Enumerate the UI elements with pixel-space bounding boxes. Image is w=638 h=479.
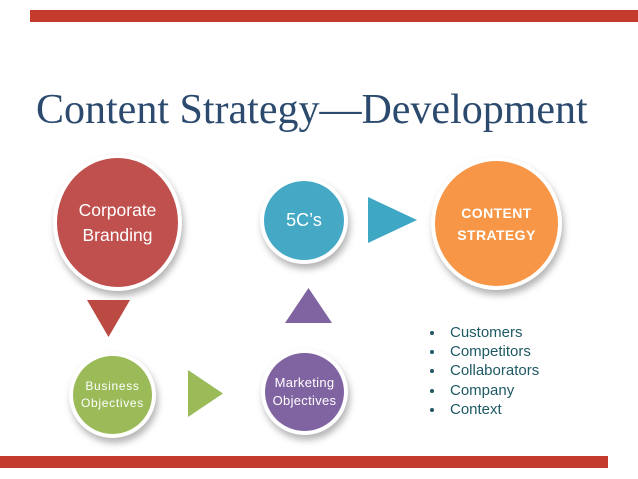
- node-corporate-branding-line2: Branding: [82, 224, 153, 245]
- node-five-cs-label: 5C’s: [286, 210, 322, 230]
- top-accent-bar: [30, 10, 638, 22]
- node-business-objectives-line2: Objectives: [80, 396, 145, 410]
- list-item: Collaborators: [428, 361, 539, 380]
- purple-up-arrow-icon: [285, 288, 332, 323]
- list-item: Customers: [428, 323, 539, 342]
- node-marketing-objectives: Marketing Objectives: [261, 349, 348, 435]
- red-down-arrow-icon: [87, 300, 130, 337]
- node-content-strategy: CONTENT STRATEGY: [431, 157, 562, 290]
- node-five-cs: 5C’s: [260, 177, 348, 264]
- node-content-strategy-line1: CONTENT: [461, 204, 532, 221]
- node-corporate-branding-line1: Corporate: [78, 199, 157, 220]
- node-marketing-objectives-line1: Marketing: [274, 375, 335, 390]
- list-item: Context: [428, 400, 539, 419]
- list-item: Competitors: [428, 342, 539, 361]
- node-marketing-objectives-line2: Objectives: [272, 393, 337, 408]
- slide-title: Content Strategy—Development: [36, 87, 588, 133]
- node-content-strategy-line2: STRATEGY: [457, 226, 536, 243]
- list-item: Company: [428, 381, 539, 400]
- teal-right-arrow-icon: [368, 197, 417, 243]
- green-right-arrow-icon: [188, 370, 223, 417]
- node-corporate-branding: Corporate Branding: [53, 154, 182, 291]
- context-list: Customers Competitors Collaborators Comp…: [428, 323, 539, 419]
- node-business-objectives-line1: Business: [85, 378, 140, 393]
- node-business-objectives: Business Objectives: [69, 352, 156, 438]
- bottom-accent-bar: [0, 456, 608, 468]
